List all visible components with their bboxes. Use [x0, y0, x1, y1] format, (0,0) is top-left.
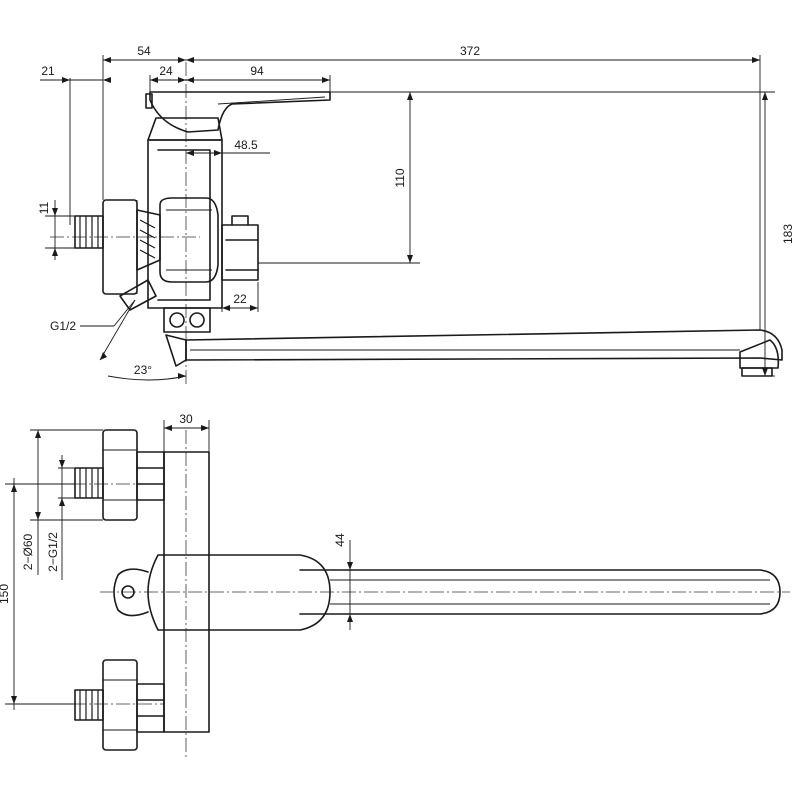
- dim-30: 30: [179, 412, 193, 426]
- dim-21: 21: [41, 64, 55, 78]
- dim-150: 150: [0, 584, 11, 604]
- spout-top: [299, 569, 781, 615]
- spout: [185, 329, 783, 361]
- dim-48-5: 48.5: [234, 138, 258, 152]
- dim-44: 44: [333, 533, 347, 547]
- top-view: 30 44 150 2−Ø60 2−G1/2: [0, 412, 790, 760]
- upper-flange: [102, 429, 138, 521]
- lower-flange: [102, 659, 138, 751]
- mixer-body-top: [147, 554, 331, 631]
- side-view: 54 372 21 24 94 48.5 110: [37, 44, 795, 385]
- wall-flange: [102, 199, 138, 295]
- cartridge-cap: [147, 117, 223, 141]
- dim-22: 22: [233, 292, 247, 306]
- dim-g12: G1/2: [50, 319, 76, 333]
- dim-54: 54: [137, 44, 151, 58]
- dim-110: 110: [393, 168, 407, 187]
- dim-11: 11: [37, 201, 51, 214]
- dim-183: 183: [781, 224, 795, 244]
- dim-24: 24: [159, 64, 173, 78]
- diverter-knob: [221, 224, 259, 281]
- lever-handle: [149, 91, 331, 133]
- dim-2g12: 2−G1/2: [46, 532, 60, 572]
- dim-372: 372: [460, 44, 480, 58]
- dim-23: 23°: [134, 363, 152, 377]
- vertical-body: [163, 451, 210, 733]
- dim-94: 94: [250, 64, 264, 78]
- bottom-nut: [163, 307, 211, 333]
- dim-2phi60: 2−Ø60: [21, 533, 35, 570]
- threaded-inlet: [74, 215, 104, 249]
